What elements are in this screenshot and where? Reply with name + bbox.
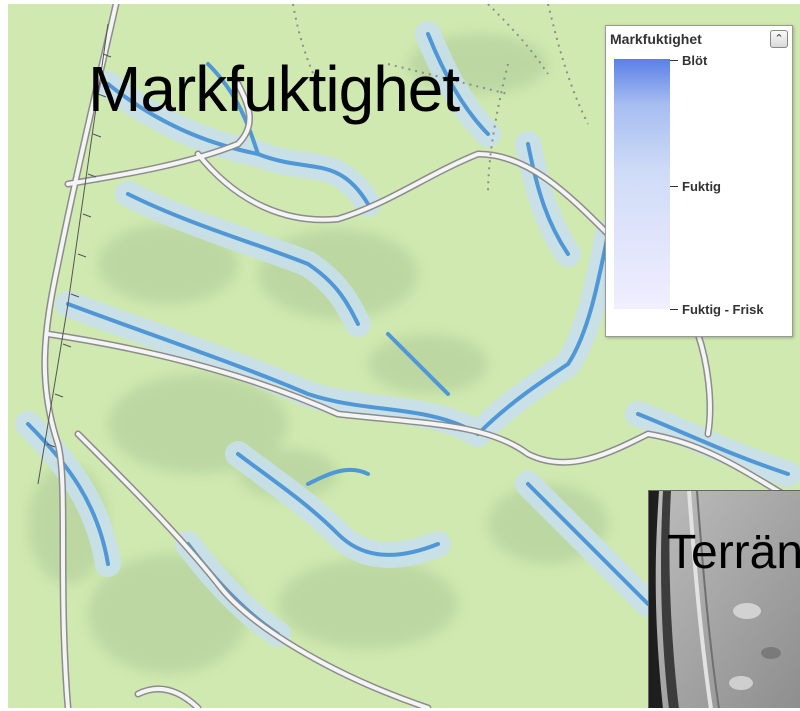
power-line — [37, 23, 112, 485]
legend-tick — [670, 309, 678, 310]
legend-label-moist-fresh: Fuktig - Frisk — [682, 302, 764, 317]
soil-moisture-map[interactable]: Markfuktighet Terräng — [8, 4, 800, 708]
legend-label-wet: Blöt — [682, 53, 708, 68]
legend-tick — [670, 60, 678, 61]
legend-title: Markfuktighet — [610, 31, 702, 47]
legend-label-moist: Fuktig — [682, 179, 721, 194]
double-chevron-up-icon[interactable]: ⌃ — [770, 30, 788, 48]
stream-network — [26, 32, 790, 636]
terrain-hillshade — [649, 491, 800, 708]
legend-panel: Markfuktighet ⌃ Blöt Fuktig Fuktig - Fri… — [605, 25, 793, 337]
map-title: Markfuktighet — [88, 53, 460, 125]
legend-tick — [670, 186, 678, 187]
inset-title: Terräng — [667, 526, 800, 579]
relief-shading — [28, 34, 608, 674]
terrain-inset-map[interactable]: Terräng — [648, 490, 800, 708]
moisture-color-ramp — [614, 59, 670, 309]
map-canvas[interactable] — [8, 4, 800, 708]
road-network — [41, 4, 800, 708]
trails — [292, 4, 589, 195]
